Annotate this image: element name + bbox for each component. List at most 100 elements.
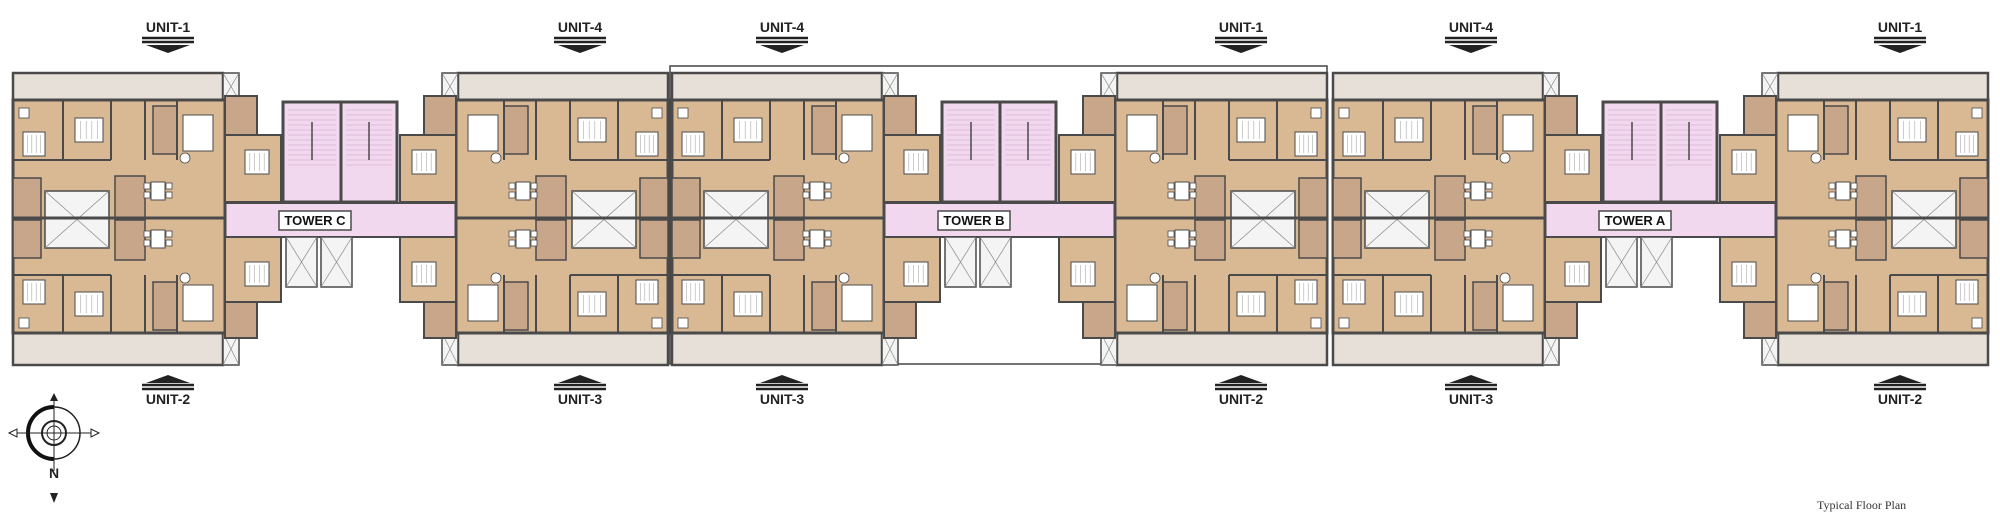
chair	[1850, 191, 1858, 199]
bed	[74, 291, 104, 317]
balcony-bottom	[456, 331, 670, 367]
tower-c: TOWER C	[11, 71, 670, 367]
kitchen-bottom	[152, 281, 178, 331]
toilet-left-b	[639, 219, 669, 259]
chair	[143, 239, 151, 247]
bed-frame	[1564, 261, 1590, 287]
dining-table	[1167, 181, 1197, 201]
kitchen-top	[152, 105, 178, 155]
bed	[1564, 261, 1590, 287]
cross-line	[285, 236, 318, 288]
chair	[802, 239, 810, 247]
table-top	[1835, 229, 1851, 249]
arrow-head	[760, 375, 804, 383]
balcony-top	[456, 71, 670, 102]
bedroom-core-bottom	[1058, 236, 1116, 303]
balcony-top	[1776, 71, 1990, 102]
chair-round	[838, 152, 850, 164]
toilet-left-b	[12, 219, 42, 259]
dining-table	[508, 229, 538, 249]
table-top	[809, 229, 825, 249]
toilet-mid-b	[1194, 219, 1226, 261]
sofa-top	[182, 114, 214, 152]
wing-left	[1331, 71, 1602, 367]
chair	[824, 239, 832, 247]
bed-frame	[1897, 117, 1927, 143]
compass-arrow-up	[50, 393, 58, 401]
view-arrow-down	[142, 36, 194, 53]
armchair	[18, 317, 30, 329]
unit-label-bottom: UNIT-2	[1878, 391, 1923, 407]
toilet-top	[1544, 95, 1578, 136]
toilet-bottom	[1743, 301, 1777, 339]
unit-label-top: UNIT-4	[760, 19, 805, 35]
bed	[22, 279, 46, 305]
arrow-head	[1219, 375, 1263, 383]
arrow-head	[1878, 375, 1922, 383]
bed	[733, 291, 763, 317]
arrow-head	[760, 45, 804, 53]
kitchen-bottom	[503, 281, 529, 331]
bed	[681, 279, 705, 305]
tower-b: TOWER B	[670, 71, 1329, 367]
toilet-left-a	[12, 177, 42, 221]
bed-frame	[577, 291, 607, 317]
bed	[1731, 149, 1757, 175]
bed	[1342, 131, 1366, 157]
cross-line	[1605, 236, 1638, 288]
bed-frame	[635, 279, 659, 305]
bed	[244, 261, 270, 287]
balcony-top	[1115, 71, 1329, 102]
kitchen-bottom	[811, 281, 837, 331]
arrow-head	[1449, 45, 1493, 53]
sofa-top	[1502, 114, 1534, 152]
bed-frame	[1294, 131, 1318, 157]
dining-table	[1828, 229, 1858, 249]
toilet-mid-a	[1434, 175, 1466, 221]
balcony-bottom	[670, 331, 884, 367]
chair	[824, 230, 832, 238]
chair	[1463, 182, 1471, 190]
unit-label-bottom: UNIT-3	[760, 391, 805, 407]
tower-a: TOWER A	[1331, 71, 1990, 367]
unit-label-top: UNIT-4	[1449, 19, 1494, 35]
toilet-left-b	[1959, 219, 1989, 259]
chair	[530, 191, 538, 199]
bed-frame	[244, 149, 270, 175]
bed	[1731, 261, 1757, 287]
arrow-head	[1878, 45, 1922, 53]
chair	[1167, 239, 1175, 247]
wing-right	[1719, 71, 1990, 367]
chair	[1463, 239, 1471, 247]
arrow-head	[146, 375, 190, 383]
tower-name: TOWER A	[1605, 213, 1666, 228]
armchair	[1971, 107, 1983, 119]
armchair	[18, 107, 30, 119]
shaft-bottom	[222, 332, 240, 366]
cross-line	[320, 236, 353, 288]
tower-label-frame	[278, 210, 352, 231]
toilet-left-a	[1332, 177, 1362, 221]
chair-round	[179, 152, 191, 164]
chair-round	[1149, 272, 1161, 284]
tower-label-box: TOWER C	[278, 210, 352, 231]
view-arrow-down	[554, 36, 606, 53]
chair	[1463, 230, 1471, 238]
dining-table	[1828, 181, 1858, 201]
view-arrow-up	[554, 375, 606, 391]
bed-frame	[1955, 279, 1979, 305]
bed-frame	[733, 117, 763, 143]
chair	[1189, 239, 1197, 247]
bed	[1955, 279, 1979, 305]
chair	[1189, 230, 1197, 238]
chair	[802, 191, 810, 199]
bed	[1294, 279, 1318, 305]
sofa-bottom	[841, 284, 873, 322]
chair	[508, 230, 516, 238]
toilet-bottom	[224, 301, 258, 339]
chair	[530, 182, 538, 190]
core	[858, 100, 1138, 288]
bed-frame	[1236, 117, 1266, 143]
bed-frame	[1897, 291, 1927, 317]
bed	[1070, 261, 1096, 287]
